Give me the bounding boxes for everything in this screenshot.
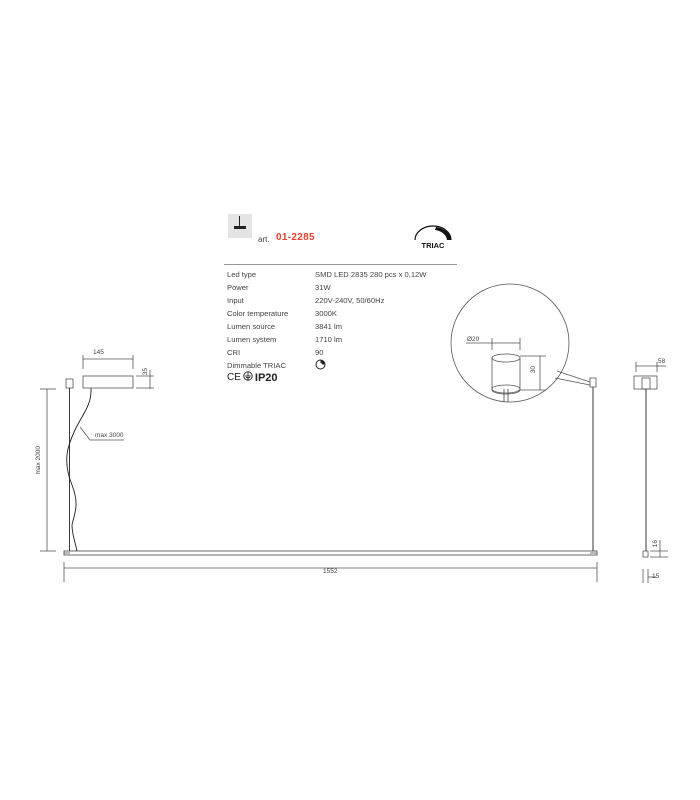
dim-length: 1552 — [323, 568, 338, 575]
spec-value: 3000K — [315, 309, 337, 318]
dim-cable-max: max 3000 — [95, 432, 124, 439]
spec-table: Led type SMD LED 2835 280 pcs x 0,12W Po… — [227, 268, 426, 372]
product-thumbnail-icon — [228, 214, 252, 238]
svg-text:TRIAC: TRIAC — [422, 241, 445, 250]
triac-dimmable-icon: TRIAC — [410, 224, 456, 252]
dim-suspension-max: max 2000 — [35, 446, 42, 475]
spec-key: Input — [227, 296, 244, 305]
spec-row-cri: CRI 90 — [227, 346, 426, 359]
certifications: CE IP20 — [227, 371, 278, 384]
dim-profile-height: 16 — [652, 540, 659, 548]
spec-value: 1710 lm — [315, 335, 343, 344]
dim-canopy-width: 145 — [93, 349, 104, 356]
class-ii-ground-icon — [243, 371, 253, 384]
spec-key: Dimmable TRIAC — [227, 361, 286, 370]
spec-value: 90 — [315, 348, 324, 357]
dim-canopy-height: 35 — [142, 368, 149, 376]
header-divider — [224, 264, 457, 265]
spec-key: CRI — [227, 348, 241, 357]
spec-row-power: Power 31W — [227, 281, 426, 294]
article-label: art. — [258, 235, 270, 244]
spec-row-led-type: Led type SMD LED 2835 280 pcs x 0,12W — [227, 268, 426, 281]
spec-key: Led type — [227, 270, 257, 279]
spec-row-lumen-system: Lumen system 1710 lm — [227, 333, 426, 346]
dim-detail-diameter: Ø20 — [467, 336, 480, 343]
spec-row-color-temperature: Color temperature 3000K — [227, 307, 426, 320]
spec-row-dimmable: Dimmable TRIAC — [227, 359, 426, 372]
spec-key: Color temperature — [227, 309, 289, 318]
spec-key: Lumen source — [227, 322, 276, 331]
spec-key: Lumen system — [227, 335, 277, 344]
dimmer-icon — [315, 359, 326, 372]
spec-row-lumen-source: Lumen source 3841 lm — [227, 320, 426, 333]
spec-value: SMD LED 2835 280 pcs x 0,12W — [315, 270, 427, 279]
spec-value: 220V-240V, 50/60Hz — [315, 296, 385, 305]
dim-side-width: 58 — [658, 358, 666, 365]
spec-row-input: Input 220V-240V, 50/60Hz — [227, 294, 426, 307]
ip20-icon: IP20 — [254, 371, 278, 384]
dim-profile-width: 15 — [652, 573, 660, 580]
article-number: 01-2285 — [276, 232, 315, 243]
dim-detail-height: 30 — [530, 366, 537, 374]
spec-key: Power — [227, 283, 249, 292]
spec-value: 3841 lm — [315, 322, 343, 331]
left-canopy — [65, 378, 74, 389]
spec-value: 31W — [315, 283, 331, 292]
ce-mark-icon: CE — [227, 372, 241, 383]
canopy-body — [82, 375, 134, 389]
